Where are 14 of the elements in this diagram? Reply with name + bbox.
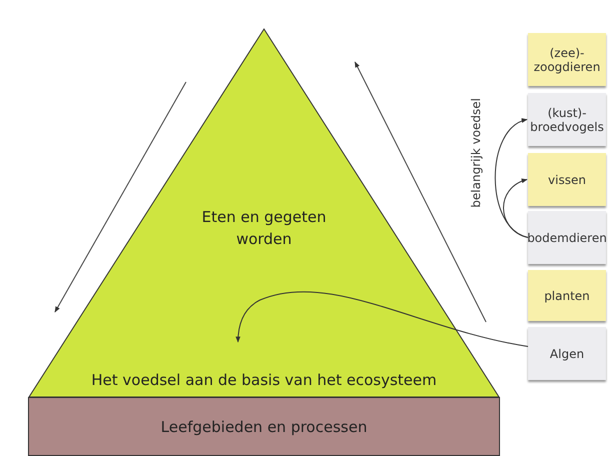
level-heading: Eten en gegeten worden: [200, 207, 328, 250]
sticky-note: Algen: [528, 327, 606, 380]
base-bar: Leefgebieden en processen: [28, 397, 500, 456]
sticky-note: (kust)- broedvogels: [528, 93, 606, 146]
sticky-note: (zee)- zoogdieren: [528, 33, 606, 86]
pyramid-triangle: [28, 28, 500, 397]
sticky-note: planten: [528, 270, 606, 321]
sticky-note: bodemdieren: [528, 211, 606, 264]
sticky-note: vissen: [528, 153, 606, 206]
arrow: [503, 179, 528, 238]
arrow: [236, 291, 528, 347]
level-heading: Het voedsel aan de basis van het ecosysteem: [90, 371, 438, 389]
side-note: belangrijk voedsel: [469, 98, 483, 208]
arrow: [494, 119, 528, 238]
